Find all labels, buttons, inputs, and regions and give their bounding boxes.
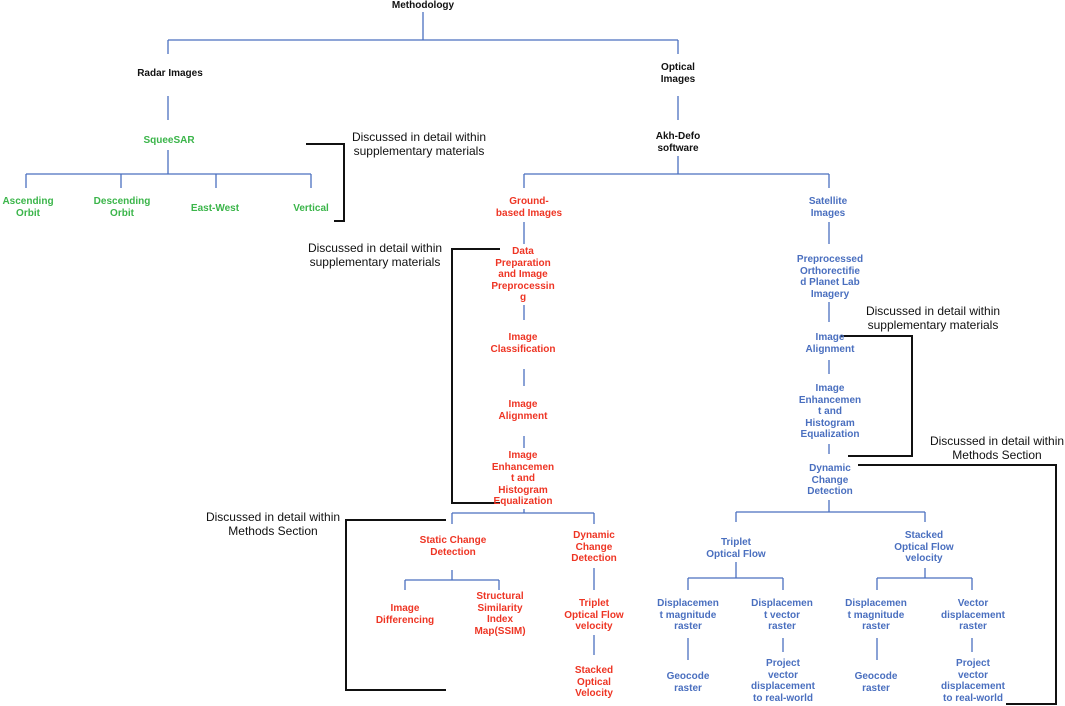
note-ground-preprocessing-supplementary: Discussed in detail within supplementary… <box>307 241 443 269</box>
node-methodology: Methodology <box>391 0 455 11</box>
node-image-classification: Image Classification <box>490 332 556 355</box>
node-stacked-geocode-raster: Geocode raster <box>854 671 898 694</box>
node-radar-images: Radar Images <box>137 68 203 79</box>
node-ascending-orbit: Ascending Orbit <box>2 196 54 219</box>
node-sat-dynamic-change-detection: Dynamic Change Detection <box>807 463 853 497</box>
node-ground-image-enhancement: Image Enhancemen t and Histogram Equaliz… <box>491 450 555 507</box>
node-ground-image-alignment: Image Alignment <box>498 399 548 422</box>
note-squeesar-supplementary: Discussed in detail within supplementary… <box>351 130 487 158</box>
connector-lines <box>25 12 973 660</box>
node-ground-triplet-velocity: Triplet Optical Flow velocity <box>564 598 624 632</box>
node-stacked-magnitude-raster: Displacemen t magnitude raster <box>845 598 907 632</box>
note-bracket <box>858 464 1057 705</box>
node-stacked-project-vector: Project vector displacement to real-worl… <box>941 658 1005 704</box>
node-satellite-images: Satellite Images <box>808 196 848 219</box>
note-ground-methods-section: Discussed in detail within Methods Secti… <box>205 510 341 538</box>
node-sat-image-enhancement: Image Enhancemen t and Histogram Equaliz… <box>798 383 862 440</box>
note-satellite-methods-section: Discussed in detail within Methods Secti… <box>929 434 1065 462</box>
note-bracket <box>451 248 500 504</box>
node-triplet-magnitude-raster: Displacemen t magnitude raster <box>657 598 719 632</box>
node-ssim: Structural Similarity Index Map(SSIM) <box>474 591 526 637</box>
node-ground-based-images: Ground- based Images <box>495 196 563 219</box>
note-bracket <box>840 335 913 457</box>
node-ground-stacked-velocity: Stacked Optical Velocity <box>574 665 614 699</box>
node-image-differencing: Image Differencing <box>375 603 435 626</box>
note-bracket <box>345 519 446 691</box>
node-stacked-optical-flow-velocity: Stacked Optical Flow velocity <box>894 530 954 564</box>
node-sat-image-alignment: Image Alignment <box>805 332 855 355</box>
node-stacked-vector-raster: Vector displacement raster <box>941 598 1005 632</box>
note-satellite-alignment-supplementary: Discussed in detail within supplementary… <box>865 304 1001 332</box>
node-triplet-optical-flow: Triplet Optical Flow <box>706 537 766 560</box>
note-brackets <box>306 143 1057 705</box>
node-ground-dynamic-change-detection: Dynamic Change Detection <box>571 530 617 564</box>
node-squeesar: SqueeSAR <box>143 135 195 146</box>
node-triplet-geocode-raster: Geocode raster <box>666 671 710 694</box>
node-descending-orbit: Descending Orbit <box>93 196 151 219</box>
node-triplet-project-vector: Project vector displacement to real-worl… <box>751 658 815 704</box>
node-static-change-detection: Static Change Detection <box>419 535 487 558</box>
node-triplet-vector-raster: Displacemen t vector raster <box>751 598 813 632</box>
node-optical-images: Optical Images <box>660 62 696 85</box>
node-vertical: Vertical <box>293 203 329 214</box>
node-akh-defo-software: Akh-Defo software <box>655 131 701 154</box>
node-east-west: East-West <box>190 203 240 214</box>
note-bracket <box>306 143 345 222</box>
node-preprocessed-imagery: Preprocessed Orthorectifie d Planet Lab … <box>796 254 864 300</box>
node-data-preparation: Data Preparation and Image Preprocessin … <box>491 246 555 303</box>
